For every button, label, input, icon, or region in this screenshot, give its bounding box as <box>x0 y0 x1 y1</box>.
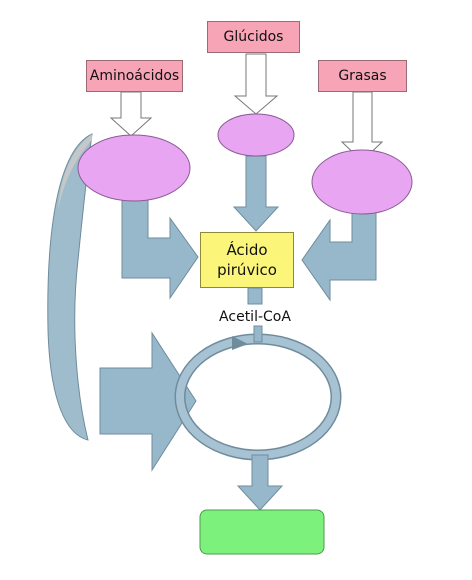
cycle-ring-inner <box>176 335 340 459</box>
box-acido-piruvico: Ácido pirúvico <box>200 232 294 288</box>
oval-aminoacidos <box>77 134 191 202</box>
label-acetil-coa: Acetil-CoA <box>219 309 291 325</box>
acido-line-2: pirúvico <box>217 261 277 279</box>
box-grasas: Grasas <box>318 60 407 92</box>
blue-arrow-glucidos <box>232 155 280 232</box>
white-arrow-aminoacidos <box>109 91 153 137</box>
white-arrow-glucidos <box>233 53 279 115</box>
box-aminoacidos: Aminoácidos <box>86 60 183 92</box>
green-result-box <box>199 509 325 555</box>
cycle-entry-arrow <box>99 331 197 472</box>
oval-grasas <box>311 149 413 215</box>
acido-line-1: Ácido <box>226 241 268 259</box>
connector-piruvico-acetil <box>247 287 263 305</box>
curved-sweep-arrow <box>47 133 93 441</box>
box-glucidos: Glúcidos <box>207 21 300 53</box>
blue-arrow-aminoacidos <box>121 199 199 300</box>
cycle-arrowhead <box>232 336 248 350</box>
cycle-entry-stub <box>253 325 263 343</box>
curved-sweep-shade <box>58 134 92 210</box>
blue-arrow-grasas <box>301 201 377 302</box>
exit-arrow-down <box>236 454 284 511</box>
oval-glucidos <box>217 113 295 157</box>
